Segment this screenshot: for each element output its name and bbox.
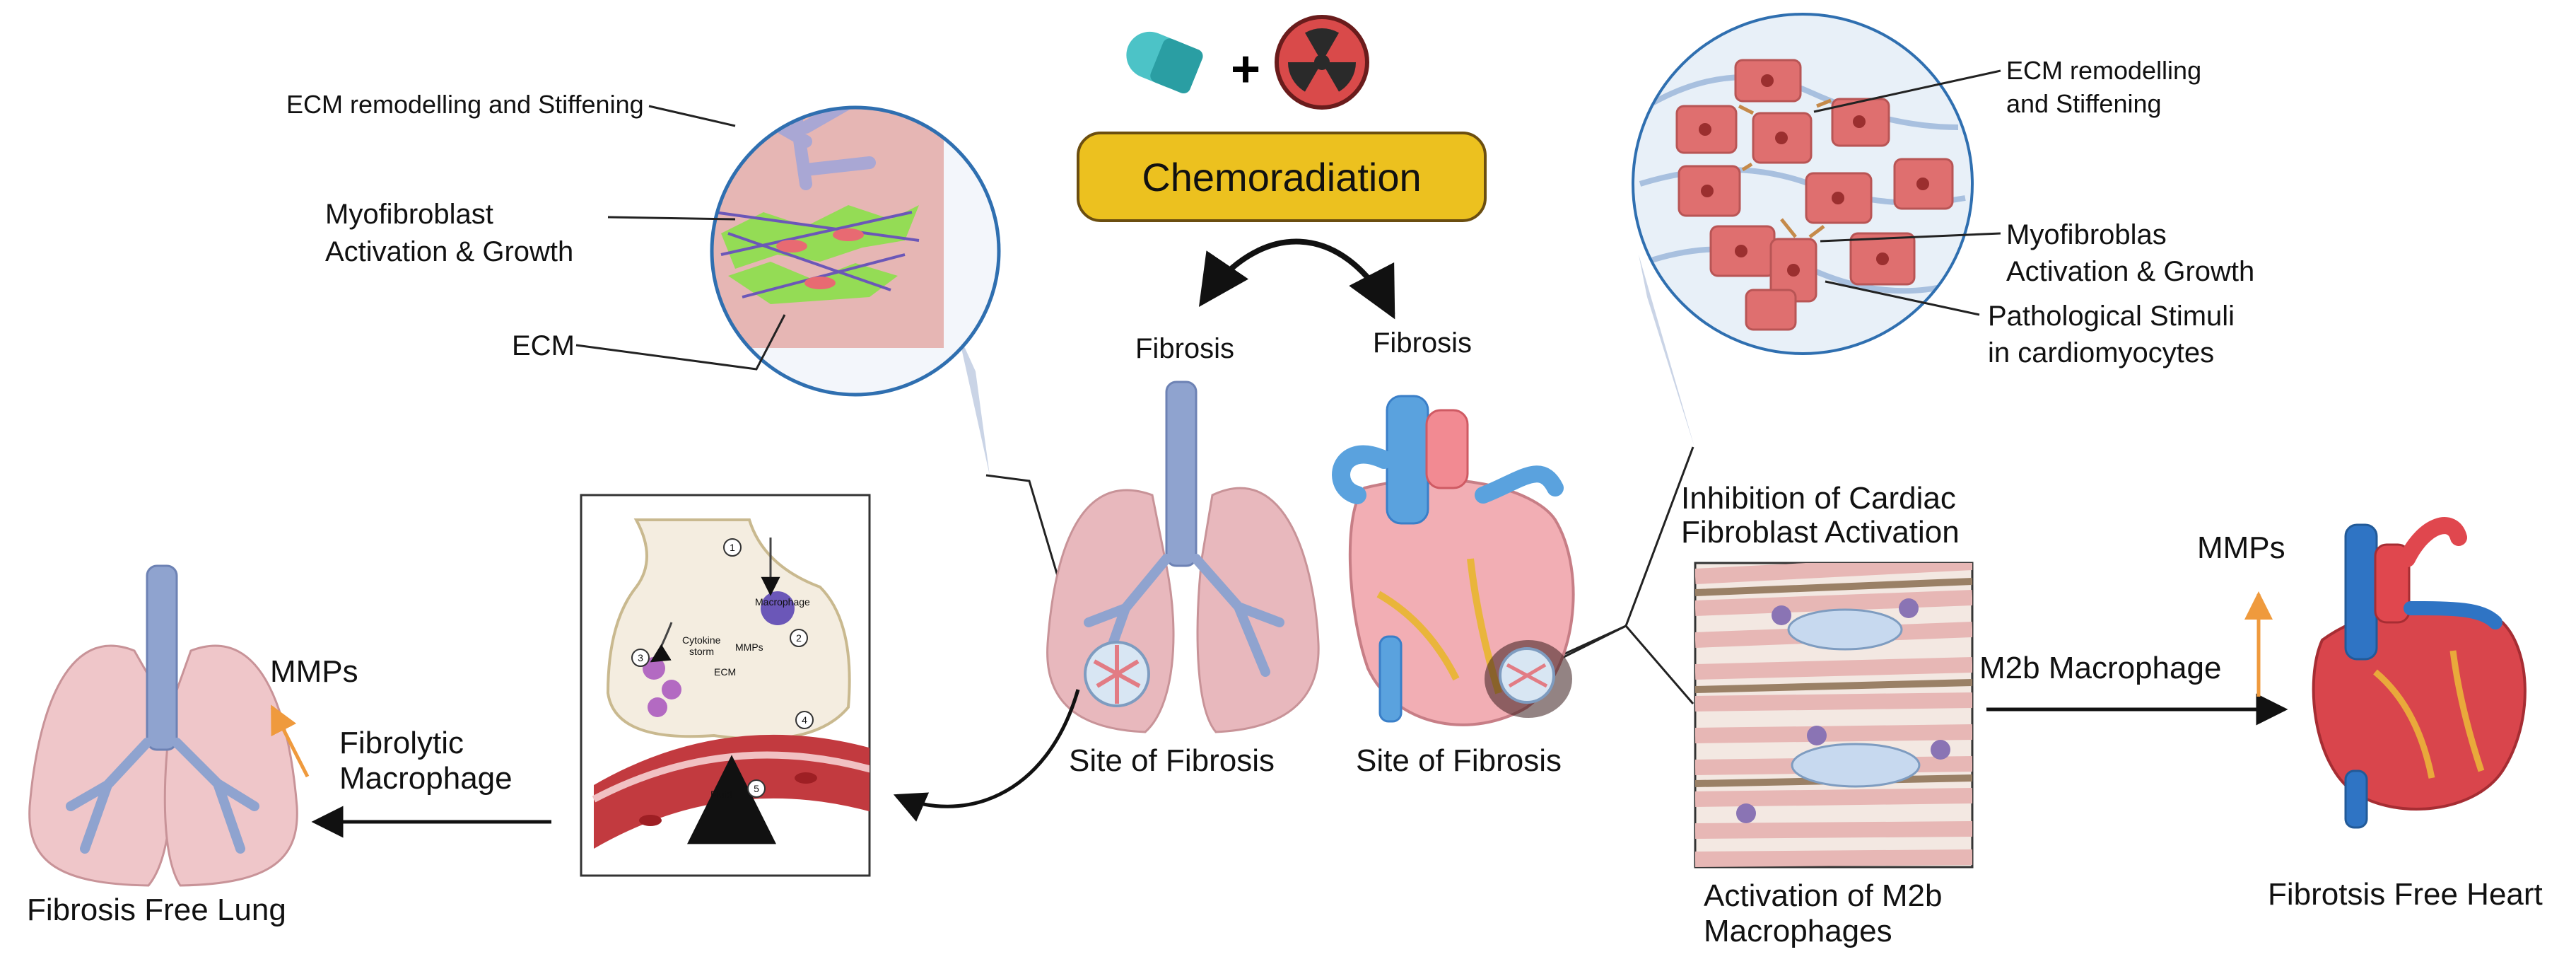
heart-zoom-stiffening: and Stiffening — [2006, 89, 2162, 118]
panel-label-ecm: ECM — [714, 666, 736, 678]
panel-label-storm: storm — [689, 646, 714, 657]
panel-label-macrophage: Macrophage — [755, 596, 810, 608]
callout-line — [575, 314, 786, 371]
fibrosis-free-lung — [28, 564, 298, 887]
branch-arrow — [1198, 238, 1395, 320]
lung-zoom-cone — [958, 332, 990, 475]
plus-sign: + — [1231, 41, 1260, 98]
fibrosis-free-heart-label: Fibrotsis Free Heart — [2268, 877, 2543, 912]
lung-zoom-activation-growth: Activation & Growth — [325, 236, 574, 267]
heart-zoom-activation-growth: Activation & Growth — [2006, 256, 2255, 287]
callout-line — [1555, 446, 1694, 663]
fibrolytic-macrophage-label: Macrophage — [339, 761, 513, 796]
lung-zoom-ecm: ECM — [512, 330, 575, 361]
lung-zoom-ecm-remodelling: ECM remodelling and Stiffening — [286, 90, 644, 119]
lung-site-label: Site of Fibrosis — [1069, 743, 1275, 778]
heart-zoom-content — [1633, 14, 1972, 354]
heart-zoom-cone — [1639, 255, 1694, 447]
lung-mmps-label: MMPs — [270, 654, 358, 689]
panel-step-2: 2 — [796, 632, 802, 644]
inhibition-line-1: Inhibition of Cardiac — [1681, 481, 1956, 516]
callout-line — [1820, 232, 2001, 243]
center-lungs — [1046, 381, 1320, 733]
center-heart — [1332, 395, 1575, 726]
callout-line — [1813, 69, 2001, 113]
callout-line — [1547, 625, 1694, 704]
chemoradiation-label: Chemoradiation — [1077, 132, 1487, 222]
fibrosis-free-heart — [2312, 517, 2527, 829]
lung-zoom-myofibroblast: Myofibroblast — [325, 199, 493, 230]
lung-fibrosis-label: Fibrosis — [1135, 333, 1235, 364]
heart-zoom-pathological-stimuli: Pathological Stimuli — [1988, 301, 2235, 332]
heart-mmps-label: MMPs — [2197, 530, 2285, 565]
heart-zoom-myofibroblas: Myofibroblas — [2006, 219, 2167, 250]
fibrosis-free-lung-label: Fibrosis Free Lung — [27, 893, 286, 927]
callout-line — [1825, 280, 1980, 316]
inhibition-line-2: Fibroblast Activation — [1681, 515, 1960, 550]
lung-zoom-outline — [710, 105, 1001, 397]
activation-line-2: Macrophages — [1704, 914, 1892, 948]
cardiomyocyte-cells — [1675, 59, 1954, 331]
plus-text: + — [1231, 41, 1260, 98]
panel-label-cytokine: Cytokine — [682, 634, 721, 646]
heart-fibrosis-label: Fibrosis — [1373, 327, 1473, 359]
capsule-icon — [1126, 31, 1203, 94]
panel-label-fluid: Fluid — [710, 789, 732, 800]
radiation-icon — [1275, 15, 1369, 110]
panel-label-mmps: MMPs — [735, 641, 763, 653]
panel-step-4: 4 — [802, 714, 807, 726]
panel-step-3: 3 — [638, 652, 643, 663]
cardiac-tissue-content — [1695, 563, 1972, 867]
alveolus-content: Macrophage Cytokine storm MMPs ECM Fluid… — [592, 518, 870, 849]
heart-zoom-cardiomyocytes: in cardiomyocytes — [1988, 337, 2215, 368]
heart-zoom-ecm-remodelling: ECM remodelling — [2006, 56, 2202, 85]
lung-zoom-content — [712, 108, 999, 395]
callout-line — [607, 216, 736, 221]
panel-step-1: 1 — [730, 542, 735, 553]
heart-zoom-outline — [1632, 13, 1974, 355]
fibrolytic-label: Fibrolytic — [339, 726, 464, 760]
heart-site-label: Site of Fibrosis — [1356, 743, 1562, 778]
m2b-macrophage-label: M2b Macrophage — [1979, 651, 2222, 685]
panel-step-5: 5 — [754, 783, 759, 794]
callout-line — [648, 105, 736, 127]
lung-mmps-up-arrow — [270, 704, 310, 778]
activation-line-1: Activation of M2b — [1704, 878, 1943, 913]
myofibroblast-network — [713, 205, 920, 304]
trachea — [1165, 381, 1198, 567]
lung-to-panel-arrow — [893, 689, 1080, 822]
